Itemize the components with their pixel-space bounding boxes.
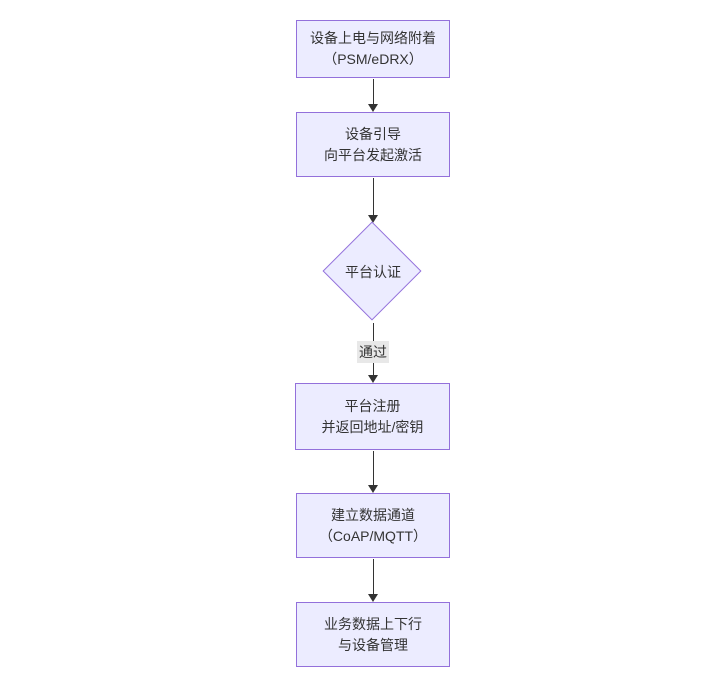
edge-bootstrap-to-auth (367, 178, 379, 223)
edge-line (372, 178, 374, 215)
node-line: （CoAP/MQTT） (318, 527, 428, 544)
node-line: 设备引导 (345, 125, 401, 142)
edge-line (372, 559, 374, 594)
arrowhead-icon (368, 485, 378, 493)
node-power-attach: 设备上电与网络附着 （PSM/eDRX） (296, 20, 450, 78)
node-line: 建立数据通道 (331, 506, 415, 523)
edge-line (372, 79, 374, 104)
edge-channel-to-business (367, 559, 379, 602)
edge-label-pass: 通过 (357, 341, 389, 363)
node-bootstrap: 设备引导 向平台发起激活 (296, 112, 450, 177)
arrowhead-icon (368, 594, 378, 602)
node-channel: 建立数据通道 （CoAP/MQTT） (296, 493, 450, 558)
node-line: 平台认证 (345, 264, 401, 280)
node-line: 与设备管理 (338, 636, 408, 653)
node-line: 设备上电与网络附着 (310, 30, 436, 46)
node-business: 业务数据上下行 与设备管理 (296, 602, 450, 667)
arrowhead-icon (368, 215, 378, 223)
edge-line (372, 451, 374, 485)
arrowhead-icon (368, 104, 378, 112)
arrowhead-icon (368, 375, 378, 383)
edge-register-to-channel (367, 451, 379, 493)
node-line: 平台注册 (344, 397, 401, 414)
edge-power-to-bootstrap (367, 79, 379, 112)
node-line: （PSM/eDRX） (323, 51, 423, 67)
node-line: 向平台发起激活 (324, 146, 422, 163)
node-line: 并返回地址/密钥 (321, 418, 424, 435)
node-auth-decision: 平台认证 (322, 221, 424, 323)
node-register: 平台注册 并返回地址/密钥 (295, 383, 450, 450)
node-line: 业务数据上下行 (324, 615, 422, 632)
